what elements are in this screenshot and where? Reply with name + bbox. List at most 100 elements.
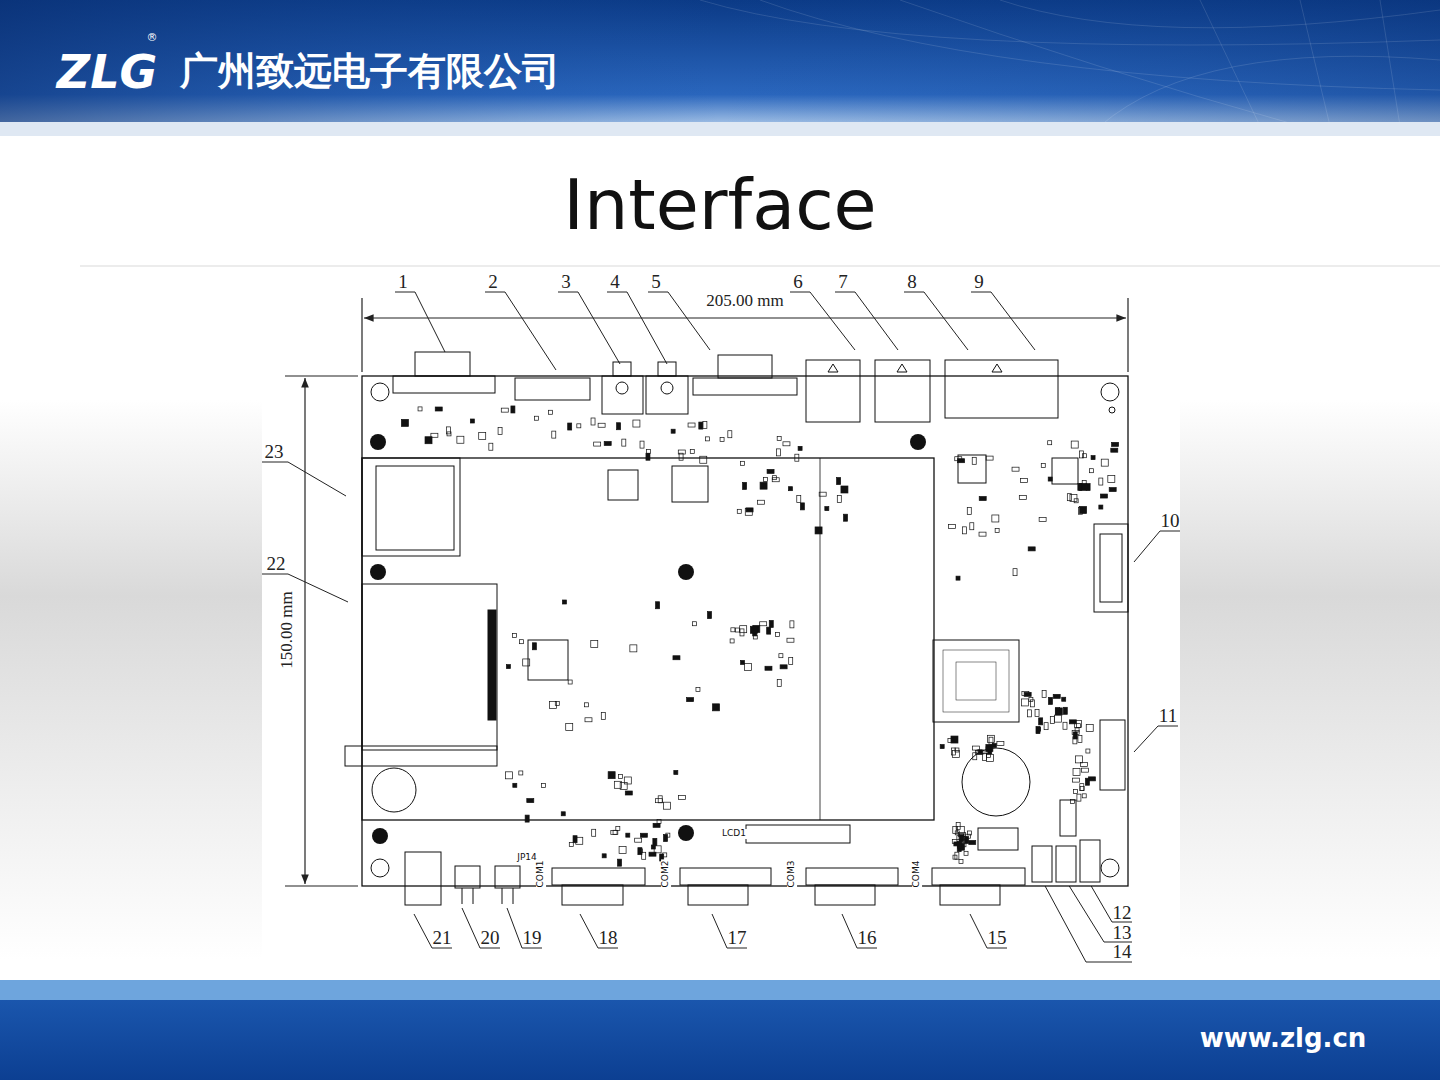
smd-pad xyxy=(741,660,745,664)
smd-pad xyxy=(1111,448,1118,452)
smd-pad xyxy=(1074,499,1078,503)
smd-pad xyxy=(1100,494,1107,498)
smd-pad xyxy=(720,438,724,442)
smd-pad xyxy=(592,829,596,836)
smd-pad xyxy=(992,743,996,747)
smd-pad xyxy=(973,753,977,760)
smd-pad xyxy=(1086,749,1090,753)
smd-pad xyxy=(740,461,744,465)
smd-pad xyxy=(1027,710,1031,717)
smd-pad xyxy=(988,735,995,742)
smd-pad xyxy=(777,437,781,441)
smd-pad xyxy=(613,830,617,834)
smd-pad xyxy=(1109,488,1116,492)
smd-pad xyxy=(519,771,523,775)
smd-pad xyxy=(1020,479,1027,483)
smd-pad xyxy=(1028,547,1035,551)
smd-pad xyxy=(626,833,630,837)
smd-pad xyxy=(630,645,637,652)
smd-pad xyxy=(690,450,694,454)
smd-pad xyxy=(731,628,735,632)
smd-pad xyxy=(633,420,640,427)
smd-pad xyxy=(549,701,556,708)
smd-pad xyxy=(673,656,680,660)
smd-pad xyxy=(737,509,741,513)
smd-pad xyxy=(997,742,1004,746)
smd-pad xyxy=(653,823,660,827)
smd-pad xyxy=(635,838,642,842)
smd-pad xyxy=(506,665,510,669)
smd-pad xyxy=(541,784,545,788)
smd-pad xyxy=(1079,507,1083,514)
smd-pad xyxy=(977,750,984,754)
callout-number: 9 xyxy=(974,272,984,293)
smd-pad xyxy=(601,713,605,720)
smd-pad xyxy=(696,687,700,691)
callout-number: 15 xyxy=(988,928,1007,949)
smd-pad xyxy=(618,859,622,866)
smd-pad xyxy=(585,718,592,722)
callout-number: 23 xyxy=(265,442,284,463)
smd-pad xyxy=(523,659,530,666)
smd-pad xyxy=(1080,786,1084,790)
smd-pad xyxy=(956,576,960,580)
board-marking: COM2 xyxy=(661,860,671,889)
smd-pad xyxy=(979,532,986,536)
leader-lines xyxy=(262,292,1180,962)
smd-pad xyxy=(798,446,802,450)
smd-pad xyxy=(1055,708,1062,715)
smd-pad xyxy=(663,853,667,857)
header-shade xyxy=(0,0,1440,126)
callout-number: 18 xyxy=(599,928,618,949)
website: www.zlg.cn xyxy=(1200,1024,1367,1053)
smd-pad xyxy=(638,848,642,855)
smd-pad xyxy=(552,431,556,438)
smd-pad xyxy=(951,748,955,755)
smd-pad xyxy=(703,421,707,428)
smd-pad xyxy=(837,495,841,502)
smd-pad xyxy=(728,431,732,438)
smd-pad xyxy=(1099,478,1103,485)
callout-number: 20 xyxy=(481,928,500,949)
smd-pad xyxy=(501,408,508,412)
smd-pad xyxy=(967,508,971,515)
smd-pad xyxy=(776,449,780,456)
smd-pad xyxy=(1071,441,1078,448)
smd-pad xyxy=(1063,722,1067,729)
smd-pad xyxy=(1074,790,1078,794)
smd-pad xyxy=(713,704,720,711)
smd-pad xyxy=(647,450,651,454)
smd-pad xyxy=(1073,737,1077,744)
smd-pad xyxy=(418,407,422,411)
smd-pad xyxy=(983,754,987,761)
registered-mark: ® xyxy=(147,32,158,44)
smd-pad xyxy=(479,432,486,439)
smd-pad xyxy=(1048,697,1052,704)
dimension-lines xyxy=(285,298,1128,886)
pcb-vias xyxy=(370,434,926,844)
smd-pad xyxy=(1072,730,1079,734)
smd-pad xyxy=(664,835,668,842)
smd-pad xyxy=(841,486,848,493)
smd-pad xyxy=(1042,691,1046,698)
smd-pads xyxy=(401,406,1118,866)
smd-pad xyxy=(1039,718,1043,725)
smd-pad xyxy=(1041,463,1045,467)
smd-pad xyxy=(962,527,966,534)
smd-pad xyxy=(959,860,963,864)
smd-pad xyxy=(622,439,626,446)
smd-pad xyxy=(671,429,675,433)
smd-pad xyxy=(1036,727,1040,734)
smd-pad xyxy=(591,418,595,425)
smd-pad xyxy=(611,831,618,835)
smd-pad xyxy=(401,419,408,426)
smd-pad xyxy=(953,827,957,834)
drawing-ground xyxy=(262,268,1180,976)
smd-pad xyxy=(1037,727,1041,731)
smd-pad xyxy=(562,600,566,604)
smd-pad xyxy=(1077,794,1081,801)
header-rim xyxy=(0,122,1440,136)
smd-pad xyxy=(653,838,657,845)
smd-pad xyxy=(620,782,627,789)
smd-pad xyxy=(640,833,647,837)
